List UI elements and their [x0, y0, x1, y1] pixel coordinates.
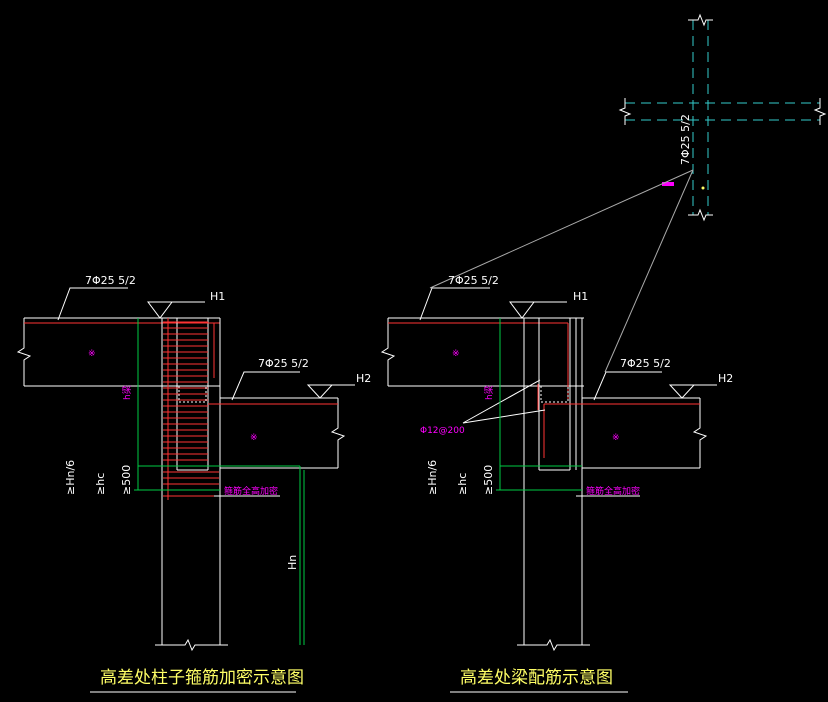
- detail-leaders: [429, 169, 694, 373]
- left-dim-hn: Hn: [286, 555, 299, 570]
- detail-marker: [662, 182, 674, 186]
- cross-section-detail: 7Φ25 5/2: [618, 13, 827, 222]
- left-elev-h2: H2: [356, 372, 371, 385]
- left-title: 高差处柱子箍筋加密示意图: [100, 668, 304, 688]
- detail-rebar-label: 7Φ25 5/2: [679, 114, 692, 165]
- right-top-rebar-label: 7Φ25 5/2: [448, 274, 499, 287]
- svg-text:※: ※: [88, 349, 96, 359]
- left-top-rebar-label: 7Φ25 5/2: [85, 274, 136, 287]
- svg-text:※: ※: [612, 433, 620, 443]
- right-stirrup-label: Φ12@200: [420, 426, 465, 436]
- right-elev-h1: H1: [573, 290, 588, 303]
- left-dim-500: ≥500: [120, 465, 133, 495]
- left-dim-hc: ≥hc: [94, 473, 107, 495]
- svg-text:※: ※: [250, 433, 258, 443]
- left-dim-hn6: ≥Hn/6: [64, 460, 77, 495]
- left-note-dense: 箍筋全高加密: [224, 485, 278, 497]
- right-dim-hc: ≥hc: [456, 473, 469, 495]
- right-dim-500: ≥500: [482, 465, 495, 495]
- right-dim-hn6: ≥Hn/6: [426, 460, 439, 495]
- right-note-dense: 箍筋全高加密: [586, 485, 640, 497]
- left-dim-side: h梁: [121, 385, 133, 400]
- right-mid-rebar-label: 7Φ25 5/2: [620, 357, 671, 370]
- left-elev-h1: H1: [210, 290, 225, 303]
- left-mid-rebar-label: 7Φ25 5/2: [258, 357, 309, 370]
- left-drawing: 7Φ25 5/2 7Φ25 5/2 H1 H2 ≥Hn/6 ≥hc ≥500 H…: [16, 274, 371, 693]
- right-title: 高差处梁配筋示意图: [460, 668, 613, 688]
- right-drawing: 7Φ25 5/2 7Φ25 5/2 H1 H2 ≥Hn/6 ≥hc ≥500 h…: [380, 274, 733, 693]
- right-dim-side: h梁: [483, 385, 495, 400]
- right-elev-h2: H2: [718, 372, 733, 385]
- svg-text:※: ※: [452, 349, 460, 359]
